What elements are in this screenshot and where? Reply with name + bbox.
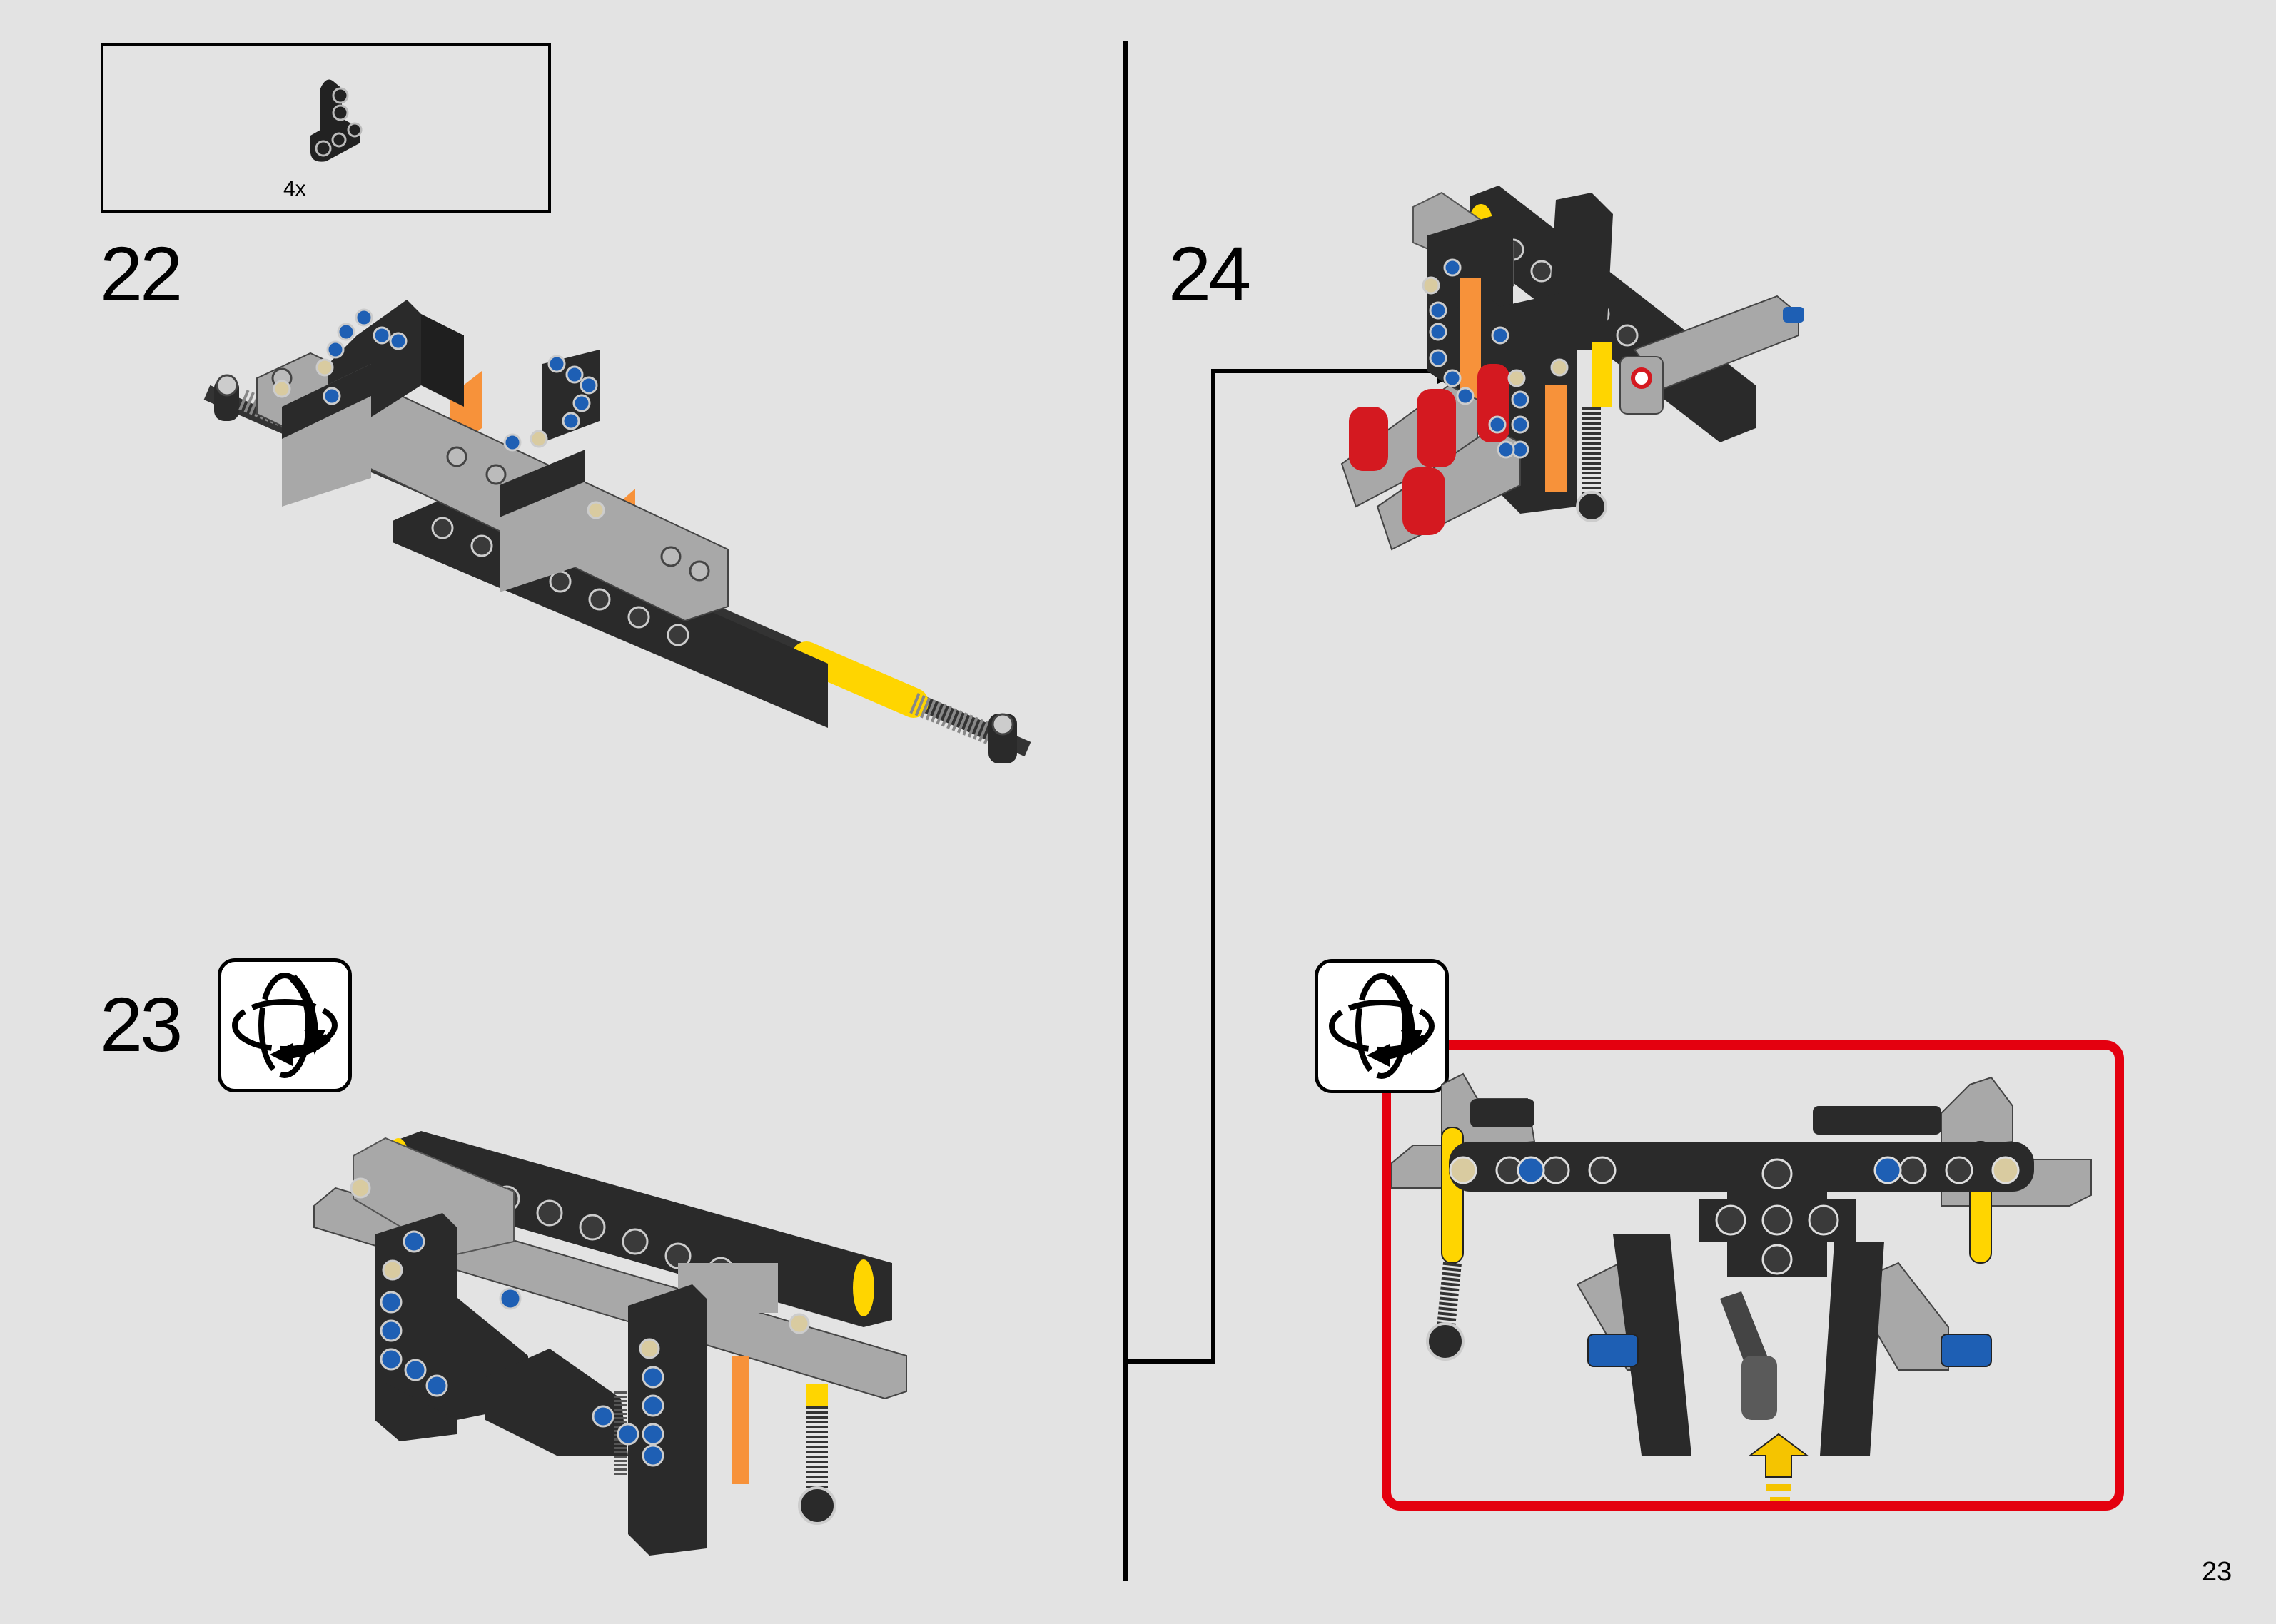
callout-model [1391,1072,2092,1501]
column-divider [1123,41,1128,1581]
part-quantity: 4x [283,177,306,201]
step-24-model [1340,186,1804,551]
step-22-model [203,300,1031,763]
step-number: 22 [100,230,183,317]
rotate-model-icon-box [218,958,352,1092]
parts-list-box: 4x [101,43,551,213]
step-number: 23 [100,981,183,1067]
step-23-model [313,1131,907,1556]
sub-step-callout-frame [1382,1040,2124,1511]
rotate-model-icon [232,973,338,1078]
rotate-model-icon [1329,973,1435,1079]
rotate-model-icon-box [1315,959,1449,1093]
page-number: 23 [2202,1557,2232,1587]
step-number: 24 [1168,230,1251,317]
insertion-arrow-icon [1748,1433,1809,1478]
t-beam-part-icon [310,79,363,162]
